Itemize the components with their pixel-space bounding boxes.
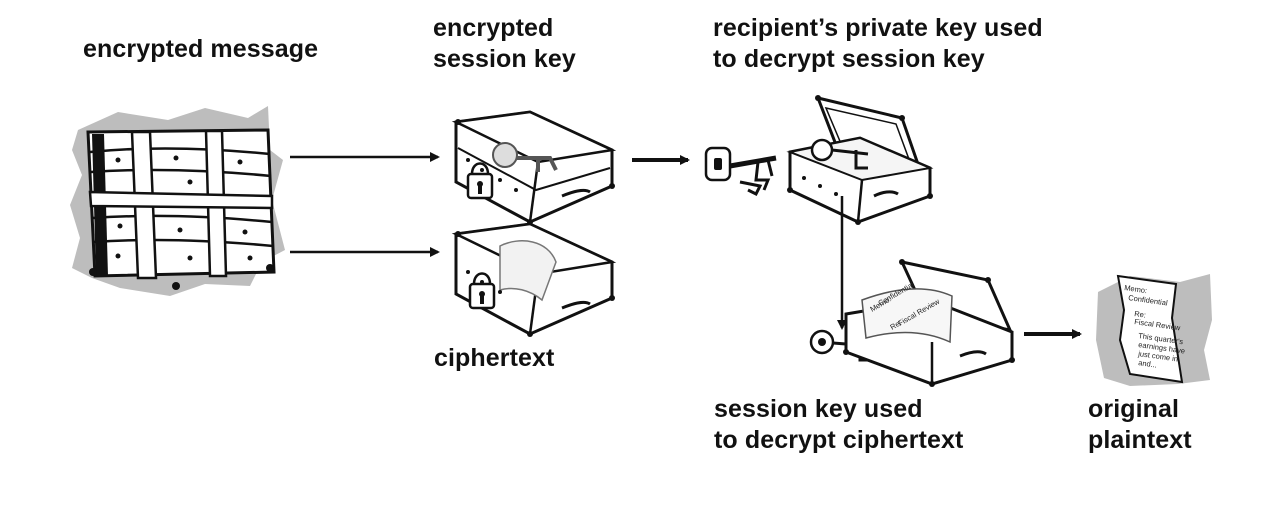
open-chest-with-key-icon xyxy=(786,95,934,225)
label-original-plaintext: original plaintext xyxy=(1088,395,1192,454)
encrypted-message-bundle-icon xyxy=(70,106,285,296)
label-encrypted-session-key: encrypted session key xyxy=(433,14,576,73)
plaintext-document-icon: Memo: Confidential Re: Fiscal Review Thi… xyxy=(1096,274,1212,386)
locked-chest-ciphertext-icon xyxy=(451,222,617,337)
label-ciphertext: ciphertext xyxy=(434,344,555,372)
memo-doc-line8: and... xyxy=(1138,358,1158,370)
memo-doc-line3: Re: xyxy=(1134,309,1147,320)
locked-chest-with-key-icon xyxy=(451,110,617,225)
open-chest-with-memo-icon: Memo: Confidential Re: Fiscal Review xyxy=(843,259,1015,387)
label-session-key-used: session key used to decrypt ciphertext xyxy=(714,395,964,454)
private-key-icon xyxy=(704,146,777,197)
memo-doc-line1: Memo: xyxy=(1124,283,1148,295)
label-recipient-private-key: recipient’s private key used to decrypt … xyxy=(713,14,1043,73)
label-encrypted-message: encrypted message xyxy=(83,35,319,63)
